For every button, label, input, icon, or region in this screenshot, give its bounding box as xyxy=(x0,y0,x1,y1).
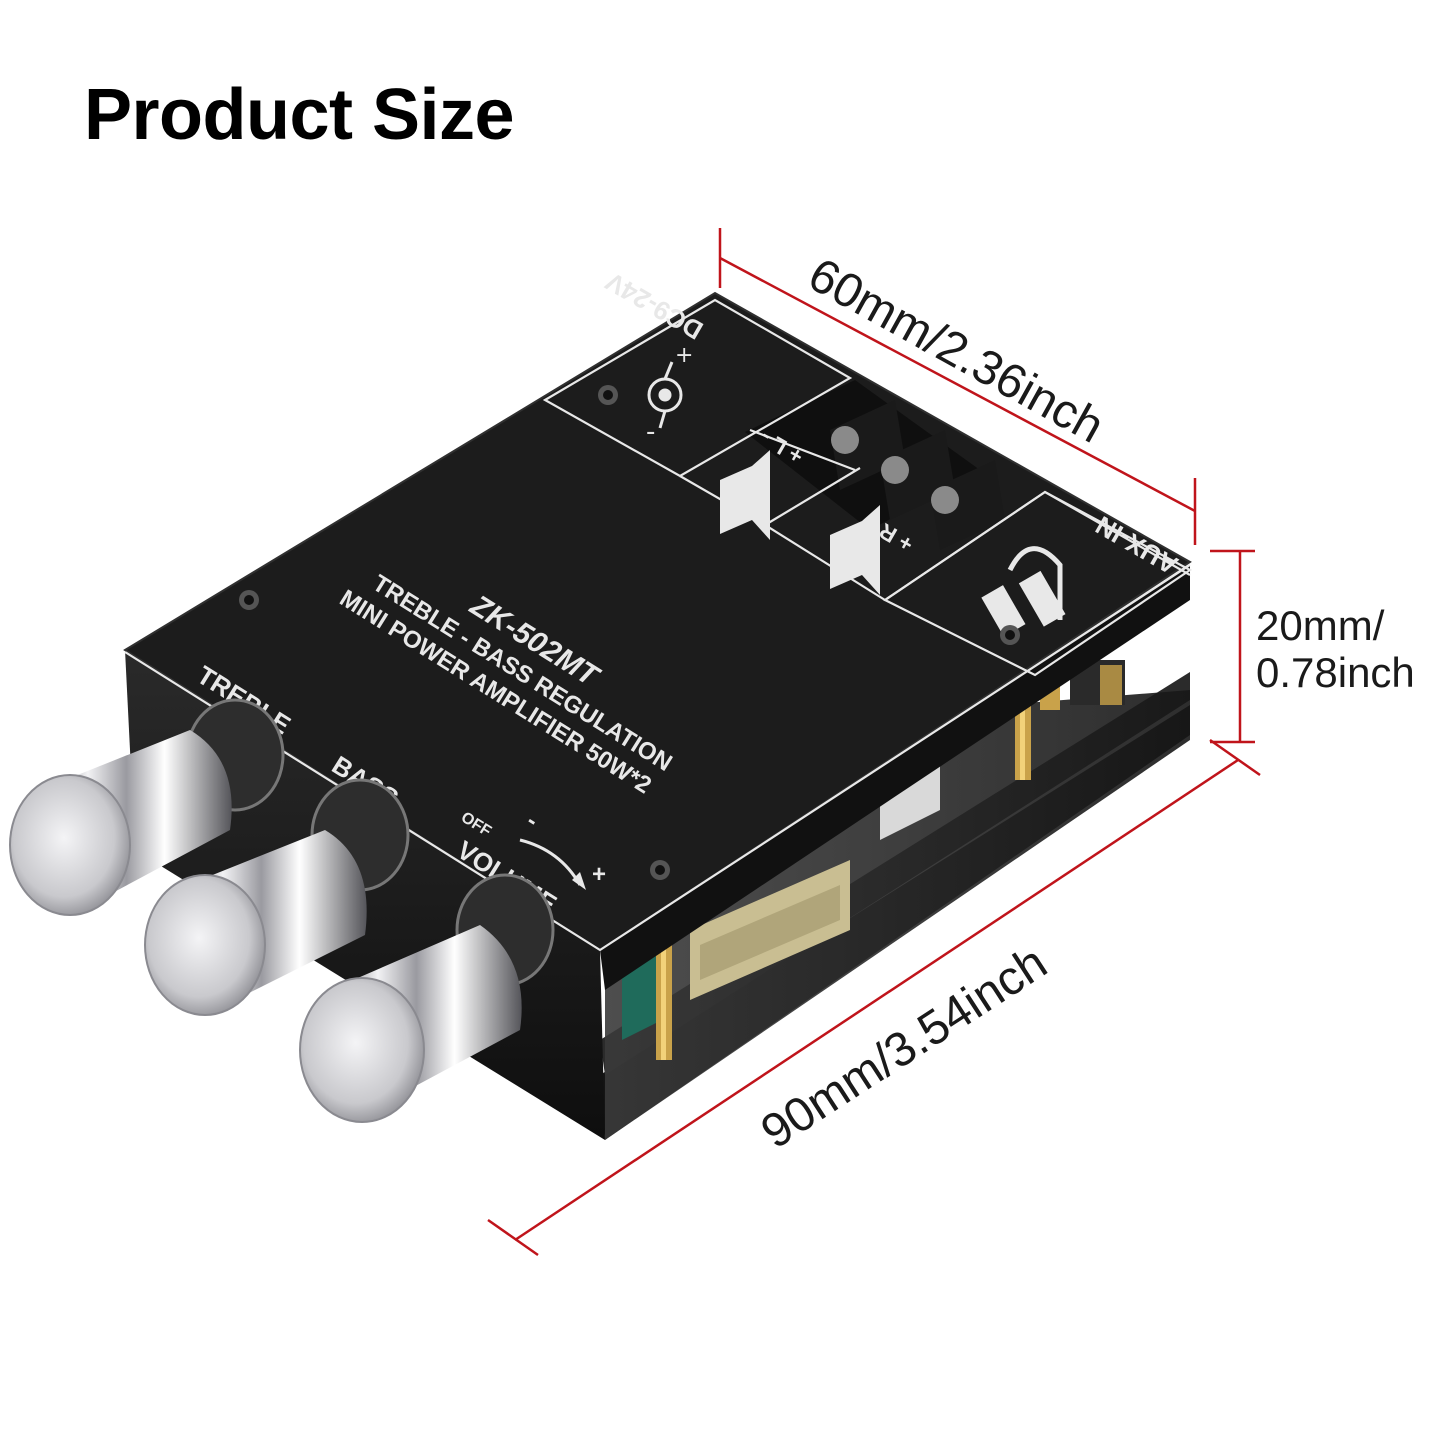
case-right-wall xyxy=(600,565,1190,990)
screw-icon xyxy=(598,385,618,405)
dimension-lines xyxy=(487,228,1261,1257)
left-speaker-icon xyxy=(720,450,770,540)
panel-outlines xyxy=(124,298,1193,952)
speaker-terminal-block xyxy=(745,380,1005,550)
pcb-stack xyxy=(600,660,1190,1140)
volume-knob[interactable] xyxy=(299,925,522,1123)
width-dimension-line xyxy=(718,228,1197,545)
treble-knob[interactable] xyxy=(9,730,232,916)
height-dimension-line xyxy=(1210,549,1255,744)
screw-icon xyxy=(239,590,259,610)
height-dimension-label: 20mm/ 0.78inch xyxy=(1256,602,1415,696)
height-dimension-label-line1: 20mm/ xyxy=(1256,602,1385,649)
right-speaker-icon xyxy=(830,505,880,595)
screw-icon xyxy=(1000,625,1020,645)
screw-icons xyxy=(239,385,1020,880)
power-minus-label: - xyxy=(646,417,655,447)
aux-jack-icon xyxy=(981,546,1066,637)
bass-knob[interactable] xyxy=(144,830,367,1016)
length-dimension-line xyxy=(487,738,1261,1257)
volume-plus-label: + xyxy=(592,861,606,888)
height-dimension-label-line2: 0.78inch xyxy=(1256,649,1415,697)
power-jack-icon xyxy=(647,361,683,429)
power-plus-label: + xyxy=(675,343,693,368)
screw-icon xyxy=(650,860,670,880)
page-title: Product Size xyxy=(84,75,515,155)
